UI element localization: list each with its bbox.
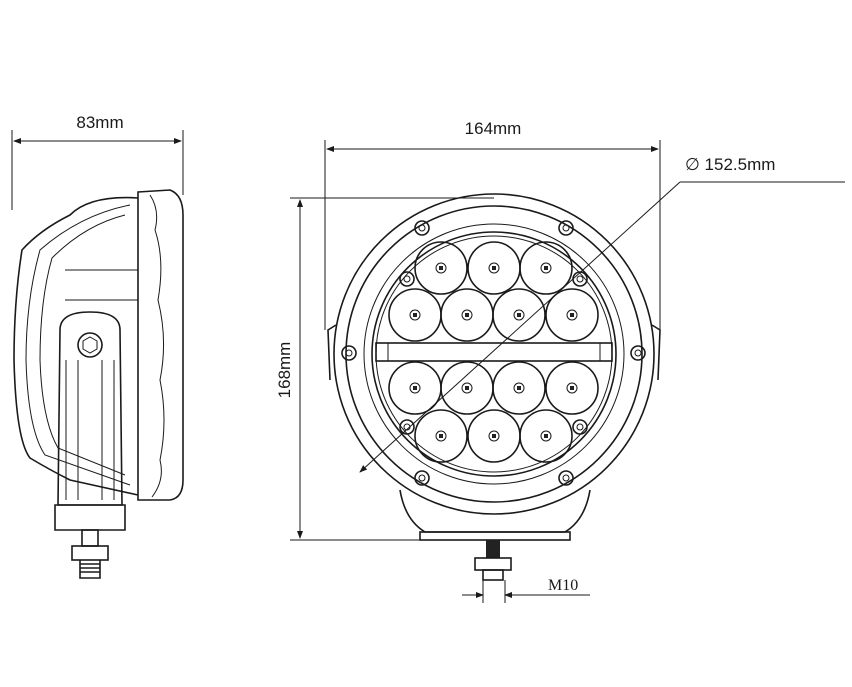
led-lens bbox=[414, 409, 468, 463]
screw bbox=[558, 470, 574, 486]
led-lens bbox=[414, 241, 468, 295]
depth-label: 83mm bbox=[76, 113, 123, 132]
screw bbox=[341, 345, 357, 361]
led-lens bbox=[492, 288, 546, 342]
side-view: 83mm bbox=[11, 113, 184, 579]
thread-label: M10 bbox=[548, 577, 578, 594]
screw bbox=[572, 419, 588, 435]
screw bbox=[399, 419, 415, 435]
led-lens bbox=[519, 409, 573, 463]
led-lens bbox=[545, 361, 599, 415]
led-lens bbox=[545, 288, 599, 342]
led-lens bbox=[519, 241, 573, 295]
screw bbox=[630, 345, 646, 361]
diameter-label: ∅ 152.5mm bbox=[685, 155, 775, 174]
screw bbox=[399, 271, 415, 287]
width-label: 164mm bbox=[465, 119, 522, 138]
front-view bbox=[327, 193, 661, 581]
screw bbox=[414, 470, 430, 486]
screw bbox=[572, 271, 588, 287]
screw bbox=[414, 220, 430, 236]
height-label: 168mm bbox=[275, 342, 294, 399]
screw bbox=[558, 220, 574, 236]
led-lens bbox=[492, 361, 546, 415]
